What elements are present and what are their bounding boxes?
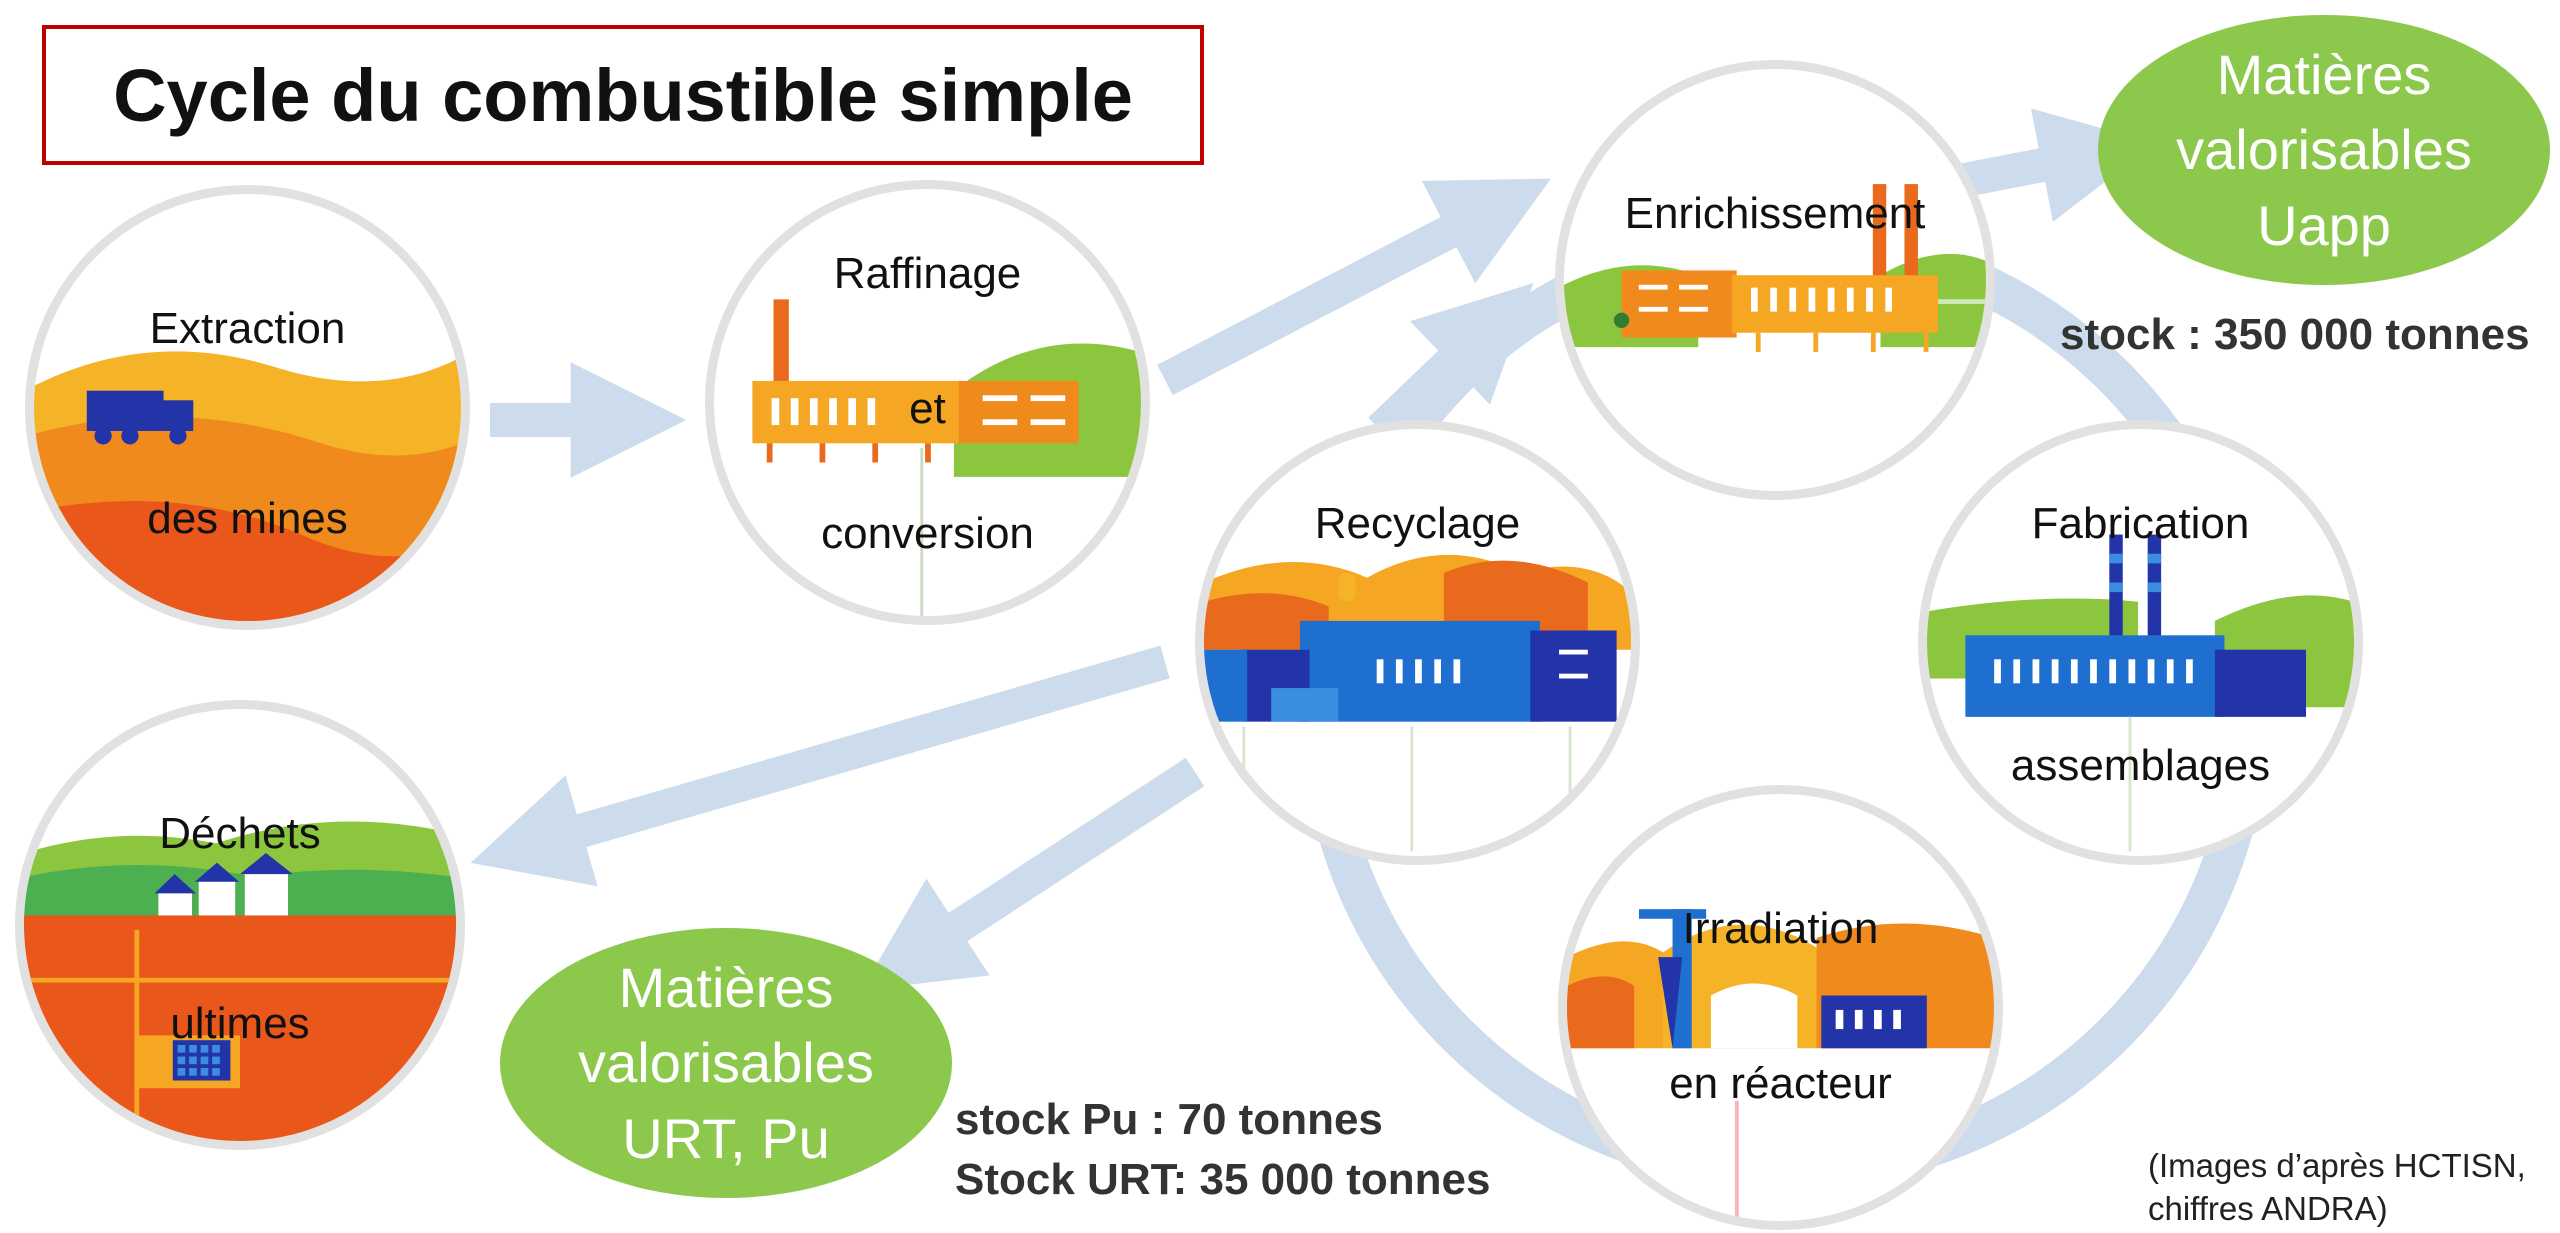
node-extraction-label-2: des mines (147, 494, 348, 543)
refinery-illustration (752, 299, 1141, 616)
oval-uapp-line-2: valorisables (2176, 118, 2472, 182)
oval-matieres-urt-pu: Matières valorisables URT, Pu (500, 928, 952, 1198)
arrow-raffinage-enrichissement (1157, 178, 1551, 396)
crane-icon (1638, 909, 1707, 1049)
node-raffinage-label-2: et (909, 384, 946, 433)
node-fabrication-label-2: assemblages (2010, 741, 2271, 790)
node-recyclage-label: Recyclage (1314, 499, 1521, 548)
oval-uapp-line-1: Matières (2216, 42, 2432, 106)
source-line-2: chiffres ANDRA) (2148, 1189, 2388, 1227)
chimney-icon (1872, 184, 1887, 280)
house-icon (154, 853, 293, 916)
reactor-illustration (1567, 909, 1994, 1221)
node-irradiation-label-1: Irradiation (1682, 904, 1879, 953)
mine-illustration (34, 351, 461, 621)
node-dechets-label-1: Déchets (159, 809, 321, 858)
node-enrichissement: Enrichissement (1555, 60, 1995, 500)
node-irradiation: Irradiation en réacteur (1558, 785, 2003, 1230)
stock-pu: stock Pu : 70 tonnes (955, 1095, 1383, 1144)
chimney-icon (2147, 534, 2162, 645)
node-extraction-label-1: Extraction (149, 304, 346, 353)
stock-uapp: stock : 350 000 tonnes (2060, 310, 2530, 359)
node-raffinage: Raffinage et conversion (705, 180, 1150, 625)
node-extraction: Extraction des mines (25, 185, 470, 630)
arrow-recyclage-enrichissement (1368, 283, 1534, 443)
stock-urt: Stock URT: 35 000 tonnes (955, 1155, 1491, 1204)
enrichment-plant-illustration (1564, 184, 1986, 352)
node-irradiation-label-2: en réacteur (1669, 1059, 1892, 1108)
recycling-plant-illustration (1204, 554, 1631, 852)
node-enrichissement-label: Enrichissement (1624, 189, 1926, 238)
node-dechets: Déchets ultimes (15, 700, 465, 1150)
arrow-recyclage-dechets (470, 645, 1170, 887)
oval-urt-line-3: URT, Pu (622, 1106, 830, 1170)
node-raffinage-label-1: Raffinage (833, 249, 1022, 298)
oval-matieres-uapp: Matières valorisables Uapp (2098, 15, 2550, 285)
chimney-icon (1904, 184, 1918, 280)
chimney-icon (773, 299, 789, 386)
fabrication-plant-illustration (1927, 534, 2354, 852)
node-raffinage-label-3: conversion (821, 509, 1034, 558)
arrow-recyclage-urt (861, 757, 1205, 991)
node-fabrication-label-1: Fabrication (2031, 499, 2250, 548)
oval-urt-line-2: valorisables (578, 1031, 874, 1095)
oval-urt-line-1: Matières (618, 955, 834, 1019)
diagram-title: Cycle du combustible simple (113, 53, 1133, 137)
title-box: Cycle du combustible simple (42, 25, 1204, 165)
node-fabrication: Fabrication assemblages (1918, 420, 2363, 865)
oval-uapp-line-3: Uapp (2257, 193, 2391, 257)
node-dechets-label-2: ultimes (170, 999, 310, 1048)
chimney-icon (2109, 534, 2123, 645)
node-recyclage: Recyclage (1195, 420, 1640, 865)
source-line-1: (Images d’après HCTISN, (2148, 1147, 2526, 1184)
waste-container-icon (134, 1035, 240, 1089)
source-note: (Images d’après HCTISN, chiffres ANDRA) (2148, 1145, 2526, 1231)
arrow-enrichissement-uapp (1961, 108, 2156, 222)
truck-icon (86, 390, 194, 445)
waste-storage-illustration (24, 821, 456, 1141)
